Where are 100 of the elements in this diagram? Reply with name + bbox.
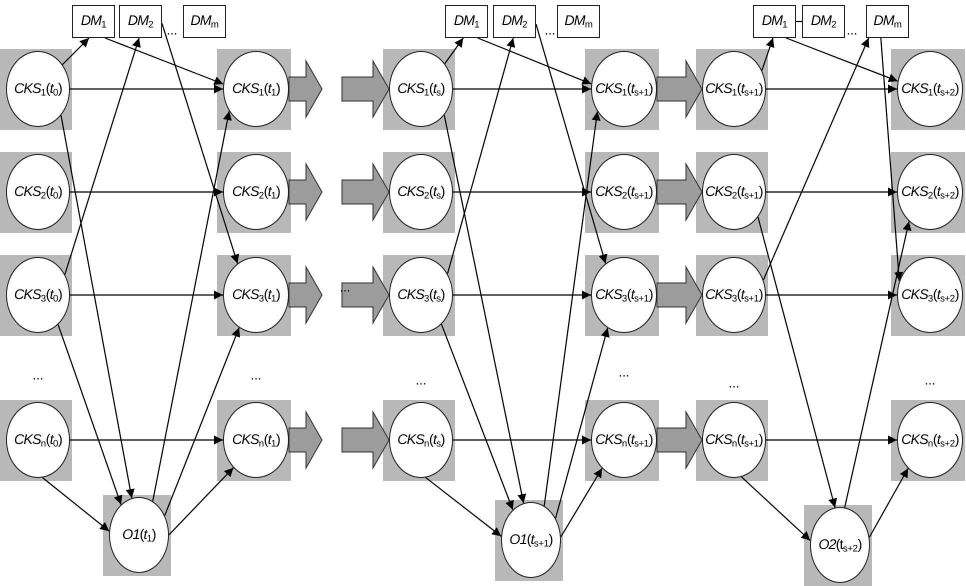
node-label: CKS$_{2}$(t$_{s+1}$) — [595, 184, 653, 200]
block-arrow — [342, 59, 390, 119]
block-arrow — [288, 265, 323, 325]
node-label: CKS$_{3}$(t$_{s+1}$) — [705, 286, 763, 304]
arrow — [761, 38, 774, 71]
arrow — [766, 84, 897, 94]
node-label: CKS$_{n}$(t$_{s}$) — [397, 432, 445, 448]
node-label: CKS$_{n}$(t$_{s+1}$) — [595, 432, 653, 448]
arrow — [880, 38, 904, 282]
arrow — [168, 467, 234, 536]
arrow — [42, 477, 110, 532]
node-label: CKS$_{2}$(t$_{s}$) — [397, 184, 445, 200]
arrow — [444, 38, 464, 64]
ellipsis-text: ... — [924, 374, 936, 386]
arrow — [477, 37, 592, 85]
arrow — [844, 221, 912, 508]
block-arrow — [656, 59, 703, 119]
ellipsis-text: ... — [728, 376, 740, 390]
block-arrow — [288, 59, 323, 119]
node-label: DM$_{2}$ — [502, 13, 528, 30]
block-arrow — [342, 410, 390, 470]
block-arrow — [342, 162, 390, 222]
node-label: CKS$_{2}$(t$_{s+1}$) — [705, 184, 763, 200]
arrow — [868, 468, 909, 538]
node-label: CKS$_{n}$(t$_{1}$) — [232, 432, 280, 448]
node-label: CKS$_{3}$(t$_{s}$) — [397, 286, 445, 304]
arrow — [786, 37, 898, 82]
arrow — [453, 436, 591, 444]
arrow — [164, 327, 240, 516]
decision-maker-box — [183, 5, 226, 38]
arrow — [757, 216, 838, 508]
node-label: DM$_{m}$ — [190, 13, 218, 30]
ellipsis-text: ... — [416, 374, 426, 386]
arrow — [104, 37, 224, 85]
arrow — [446, 38, 516, 274]
decision-maker-box — [866, 5, 909, 38]
node-label: CKS$_{1}$(t$_{s+2}$) — [901, 80, 959, 98]
node-label: CKS$_{3}$(t$_{1}$) — [232, 286, 280, 304]
arrow — [70, 436, 223, 444]
decision-maker-box — [557, 5, 600, 38]
arrow — [60, 115, 135, 498]
block-arrow — [342, 265, 390, 325]
decision-maker-box — [802, 5, 845, 38]
node-label: CKS$_{3}$(t$_{s+2}$) — [901, 286, 959, 304]
ellipsis-text: ... — [166, 24, 178, 36]
block-arrow — [656, 162, 703, 222]
decision-maker-box — [445, 5, 488, 38]
node-label: CKS$_{2}$(t$_{1}$) — [232, 184, 280, 200]
arrow — [453, 290, 591, 300]
decision-maker-box — [493, 5, 536, 38]
node-label: O2(t$_{s+2}$) — [818, 536, 862, 554]
node-label: CKS$_{1}$(t$_{s+1}$) — [595, 80, 653, 98]
ellipsis-text: ... — [544, 24, 556, 36]
arrow — [62, 38, 90, 65]
block-arrow — [656, 265, 703, 325]
arrow — [152, 111, 232, 502]
node-label: CKS$_{1}$(t$_{s}$) — [397, 80, 445, 98]
block-arrow — [288, 410, 323, 470]
node-label: DM$_{1}$ — [762, 13, 788, 30]
arrow — [453, 84, 591, 94]
node-label: CKS$_{2}$(t$_{0}$) — [14, 184, 62, 200]
arrow — [762, 38, 870, 280]
ellipsis-text: ... — [618, 366, 630, 378]
arrow — [555, 328, 610, 518]
arrow — [70, 84, 223, 94]
node-label: CKS$_{1}$(t$_{0}$) — [14, 80, 62, 98]
node-label: DM$_{1}$ — [80, 13, 106, 30]
ellipsis-text: ... — [250, 368, 262, 382]
node-label: CKS$_{1}$(t$_{s+1}$) — [705, 80, 763, 98]
arrow — [70, 188, 223, 196]
block-arrow — [656, 410, 703, 470]
arrow — [535, 24, 608, 264]
arrow — [161, 23, 240, 264]
arrow — [64, 38, 141, 275]
ellipsis-text: ... — [846, 24, 858, 36]
node-label: CKS$_{3}$(t$_{0}$) — [14, 286, 62, 304]
node-label: DM$_{2}$ — [810, 13, 836, 30]
decision-maker-box — [119, 5, 162, 38]
node-label: DM$_{m}$ — [873, 13, 902, 30]
arrow — [440, 324, 514, 510]
arrow — [544, 111, 601, 506]
arrow — [453, 188, 591, 196]
decision-maker-box — [72, 5, 115, 38]
arrow — [70, 290, 223, 300]
node-label: CKS$_{1}$(t$_{1}$) — [232, 80, 280, 98]
arrow — [560, 468, 603, 538]
arrow — [58, 324, 122, 505]
node-label: DM$_{1}$ — [454, 13, 480, 30]
ellipsis-text: ... — [340, 280, 350, 294]
node-label: O1(t$_{s+1}$) — [509, 532, 553, 548]
node-label: DM$_{2}$ — [128, 13, 154, 30]
node-label: CKS$_{3}$(t$_{s+1}$) — [595, 286, 653, 304]
node-label: CKS$_{n}$(t$_{s+1}$) — [705, 432, 763, 448]
arrow — [741, 476, 811, 541]
ellipsis-text: ... — [32, 368, 44, 382]
node-label: DM$_{m}$ — [564, 13, 592, 30]
arrow — [766, 436, 897, 444]
node-label: CKS$_{n}$(t$_{s+2}$) — [901, 432, 959, 448]
node-label: CKS$_{2}$(t$_{s+2}$) — [901, 184, 959, 200]
node-label: O1(t$_{1}$) — [122, 526, 156, 544]
